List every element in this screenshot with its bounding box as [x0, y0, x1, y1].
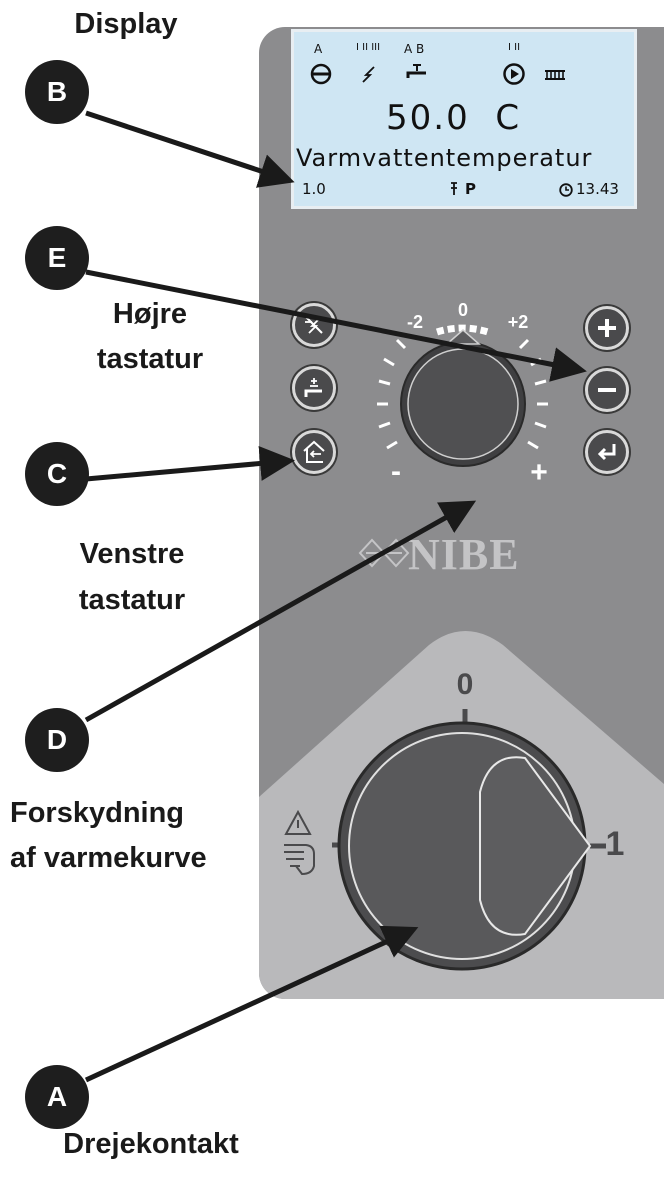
enter-icon	[597, 444, 616, 461]
tap-icon	[406, 64, 426, 78]
back-button[interactable]	[292, 430, 336, 474]
lightning-icon	[362, 66, 375, 83]
callout-e: E	[25, 226, 89, 290]
back-icon	[303, 440, 325, 463]
heating-mode-button[interactable]	[292, 303, 336, 347]
service-icon	[451, 182, 457, 195]
hot-water-button[interactable]	[292, 366, 336, 410]
label-forskydning-line1: Forskydning	[10, 797, 185, 829]
callout-d: D	[25, 708, 89, 772]
clock-icon	[559, 183, 573, 197]
plus-button[interactable]	[585, 306, 629, 350]
pump-icon	[503, 63, 525, 85]
arrow-c	[85, 446, 295, 482]
brand-logo: NIBE	[408, 530, 520, 579]
minus-button[interactable]	[585, 368, 629, 412]
dial-tick-zero: 0	[457, 300, 468, 320]
main-dial-label-one: 1	[605, 825, 625, 863]
label-hojre-line2: tastatur	[96, 343, 204, 375]
compressor-icon	[310, 63, 332, 85]
lcd-mode-p: P	[465, 180, 476, 198]
label-display: Display	[74, 8, 178, 40]
enter-button[interactable]	[585, 430, 629, 474]
hot-water-icon	[304, 378, 322, 397]
dial-minus-sign: -	[391, 455, 401, 488]
heating-mode-icon	[305, 316, 323, 334]
label-forskydning-line2: af varmekurve	[10, 842, 207, 874]
minus-icon	[598, 388, 616, 392]
lcd-time: 13.43	[576, 180, 619, 198]
arrow-b	[85, 110, 295, 188]
lcd-label-bars2: I II	[508, 42, 521, 53]
dial-tick-minus2: -2	[406, 312, 423, 332]
callout-c: C	[25, 442, 89, 506]
dial-tick-plus2: +2	[507, 312, 529, 332]
label-drejekontakt: Drejekontakt	[63, 1128, 239, 1160]
lcd-menu-number: 1.0	[302, 180, 326, 198]
label-hojre-line1: Højre	[112, 298, 188, 330]
lcd-display: A I II III A B I II 50.0 C Varmvattentem…	[291, 29, 637, 209]
dial-plus-sign: +	[530, 456, 548, 489]
lcd-label-bars3: I II III	[356, 42, 381, 53]
callout-a: A	[25, 1065, 89, 1129]
callout-b: B	[25, 60, 89, 124]
lcd-label-a: A	[314, 42, 323, 56]
lcd-label-ab: A B	[404, 42, 425, 56]
lcd-temperature: 50.0 C	[386, 98, 522, 138]
label-venstre-line2: tastatur	[78, 584, 186, 616]
lcd-parameter: Varmvattentemperatur	[296, 144, 593, 172]
label-venstre-line1: Venstre	[79, 538, 185, 570]
heater-icon	[545, 70, 565, 80]
main-dial-label-zero: 0	[456, 668, 474, 701]
plus-icon	[598, 319, 616, 337]
